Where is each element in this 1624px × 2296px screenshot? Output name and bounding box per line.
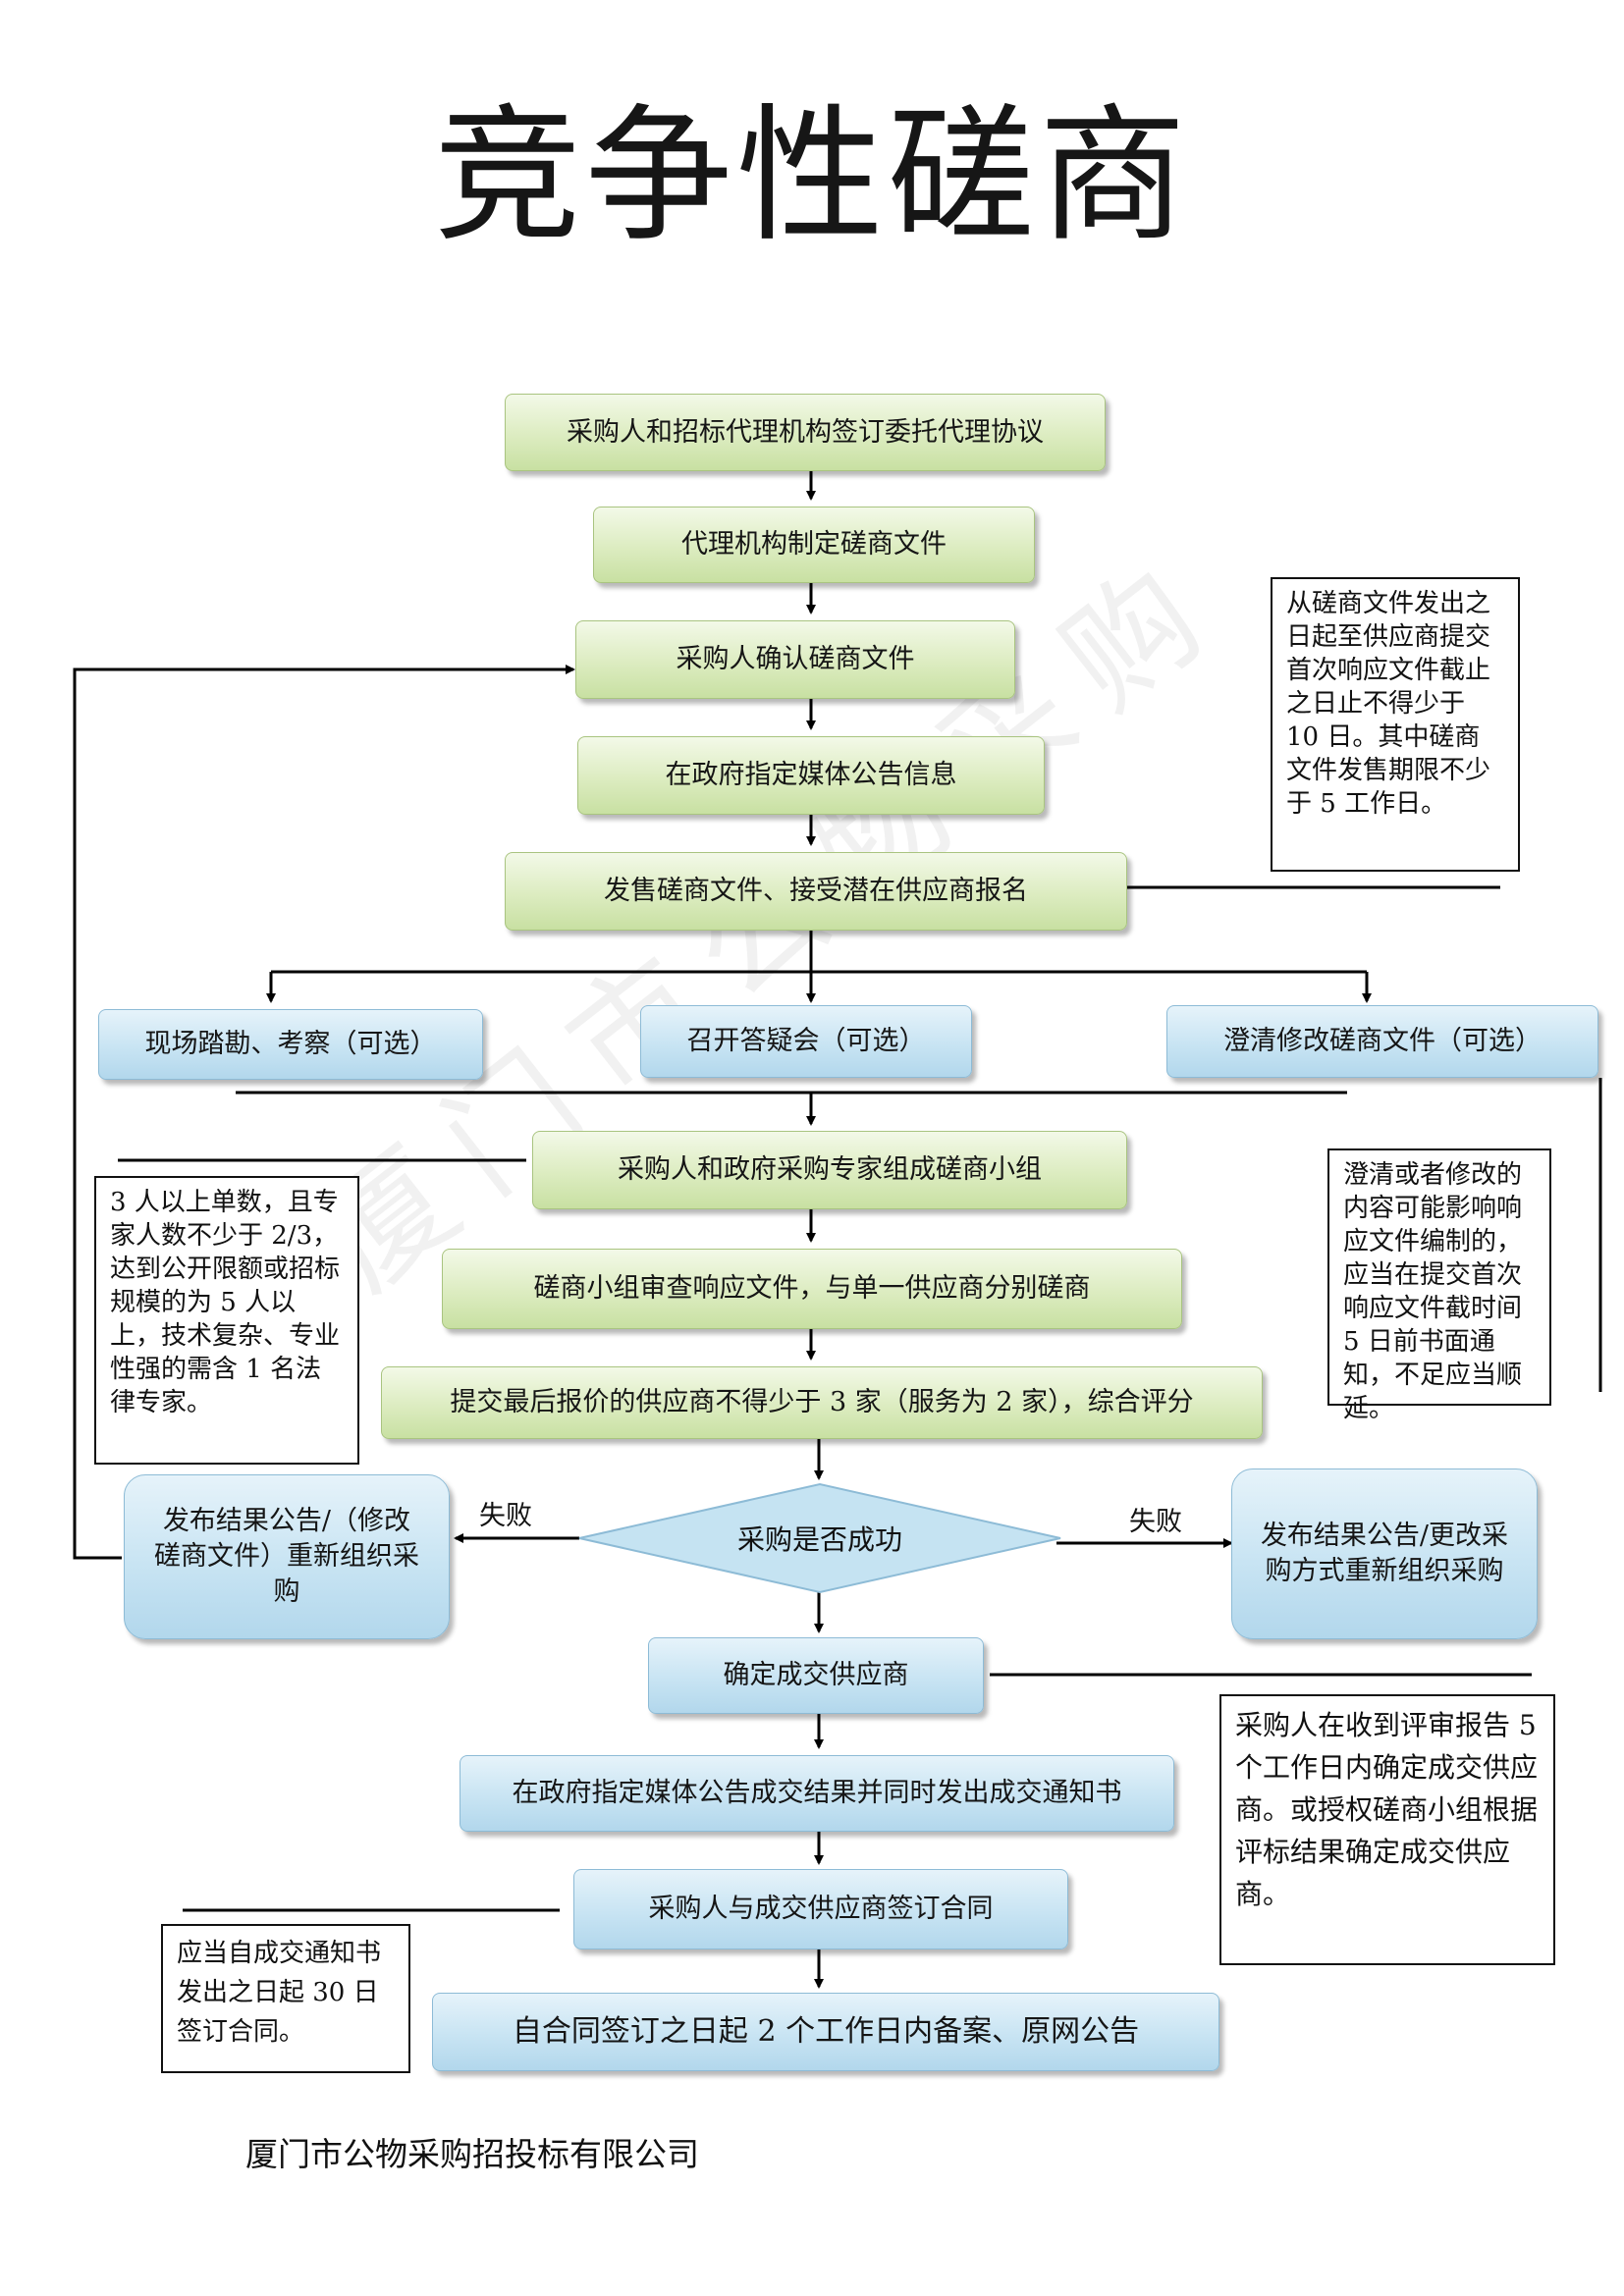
note-document-period: 从磋商文件发出之日起至供应商提交首次响应文件截止之日止不得少于 10 日。其中磋… bbox=[1271, 577, 1520, 872]
outcome-fail-change-method: 发布结果公告/更改采购方式重新组织采购 bbox=[1231, 1468, 1538, 1639]
outcome-fail-reorganize: 发布结果公告/（修改磋商文件）重新组织采购 bbox=[124, 1474, 450, 1639]
step-sell-document: 发售磋商文件、接受潜在供应商报名 bbox=[505, 852, 1127, 931]
note-contract-deadline: 应当自成交通知书发出之日起 30 日签订合同。 bbox=[161, 1924, 410, 2073]
step-final-quote: 提交最后报价的供应商不得少于 3 家（服务为 2 家），综合评分 bbox=[381, 1366, 1263, 1439]
option-site-visit: 现场踏勘、考察（可选） bbox=[98, 1009, 483, 1080]
decision-label: 采购是否成功 bbox=[736, 1523, 902, 1556]
step-prepare-document: 代理机构制定磋商文件 bbox=[593, 507, 1035, 583]
step-review-negotiate: 磋商小组审查响应文件，与单一供应商分别磋商 bbox=[442, 1249, 1182, 1329]
company-footer: 厦门市公物采购招投标有限公司 bbox=[245, 2135, 699, 2173]
option-q-and-a: 召开答疑会（可选） bbox=[640, 1005, 972, 1078]
step-publish-notice: 在政府指定媒体公告信息 bbox=[577, 736, 1045, 815]
decision-diamond: 采购是否成功 bbox=[579, 1484, 1060, 1592]
step-publish-result: 在政府指定媒体公告成交结果并同时发出成交通知书 bbox=[460, 1755, 1174, 1832]
step-confirm-supplier: 确定成交供应商 bbox=[648, 1637, 984, 1714]
step-sign-contract: 采购人与成交供应商签订合同 bbox=[573, 1869, 1068, 1949]
option-clarify-document: 澄清修改磋商文件（可选） bbox=[1166, 1005, 1598, 1078]
fail-label-left: 失败 bbox=[479, 1501, 532, 1531]
step-sign-agreement: 采购人和招标代理机构签订委托代理协议 bbox=[505, 394, 1106, 471]
note-clarification-notice: 澄清或者修改的内容可能影响响应文件编制的，应当在提交首次响应文件截时间 5 日前… bbox=[1327, 1148, 1551, 1423]
page-title: 竞争性磋商 bbox=[433, 91, 1190, 262]
note-confirm-supplier: 采购人在收到评审报告 5 个工作日内确定成交供应商。或授权磋商小组根据评标结果确… bbox=[1219, 1694, 1555, 1965]
step-confirm-document: 采购人确认磋商文件 bbox=[575, 620, 1015, 699]
step-filing-announce: 自合同签订之日起 2 个工作日内备案、原网公告 bbox=[432, 1993, 1219, 2071]
fail-label-right: 失败 bbox=[1129, 1507, 1182, 1537]
note-panel-composition: 3 人以上单数，且专家人数不少于 2/3，达到公开限额或招标规模的为 5 人以上… bbox=[94, 1176, 359, 1465]
step-form-panel: 采购人和政府采购专家组成磋商小组 bbox=[532, 1131, 1127, 1209]
